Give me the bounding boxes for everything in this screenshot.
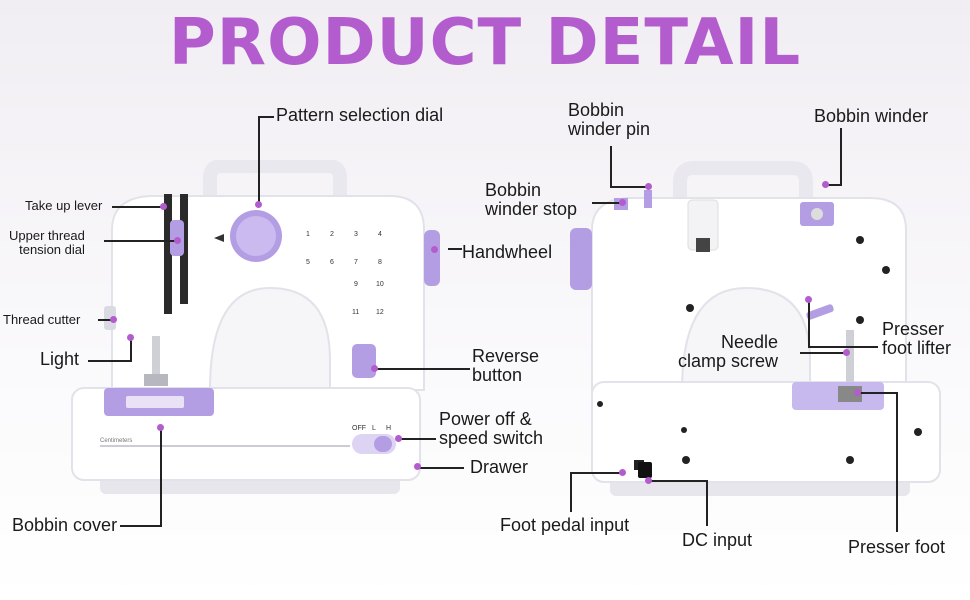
label-bobbin-winder: Bobbin winder [814,106,929,126]
stitch-number: 11 [352,309,359,316]
label-drawer: Drawer [470,457,529,477]
sewing-machine-front: Centimeters 1 2 3 4 5 6 7 8 9 10 11 [71,160,440,494]
label-presser-foot: Presser foot [848,537,946,557]
stitch-number: 12 [376,309,384,316]
stitch-number: 2 [330,231,334,238]
label-foot-pedal-input: Foot pedal input [500,515,630,535]
label-bobbin-cover: Bobbin cover [12,515,118,535]
stitch-number: 9 [354,281,358,288]
label-light: Light [40,349,80,369]
sewing-machine-back [570,161,941,496]
switch-mark-off: OFF [352,425,366,432]
label-thread-cutter: Thread cutter [3,312,81,327]
label-dc-input: DC input [682,530,753,550]
label-take-up-lever: Take up lever [25,198,103,213]
label-power-off-speed-switch: Power off & speed switch [439,409,544,448]
stitch-number: 10 [376,281,384,288]
stitch-number: 4 [378,231,382,238]
switch-mark-h: H [386,425,391,432]
label-handwheel: Handwheel [462,242,553,262]
ruler-label: Centimeters [100,438,132,444]
switch-mark-l: L [372,425,376,432]
label-reverse-button: Reverse button [472,346,540,385]
label-upper-thread-tension-dial: Upper thread tension dial [9,228,85,257]
label-bobbin-winder-pin: Bobbin winder pin [568,100,651,139]
stitch-number: 6 [330,259,334,266]
label-bobbin-winder-stop: Bobbin winder stop [485,180,578,219]
label-pattern-selection-dial: Pattern selection dial [276,105,444,125]
stitch-number: 1 [306,231,310,238]
stitch-number: 3 [354,231,358,238]
page-title: PRODUCT DETAIL [168,6,802,80]
label-needle-clamp-screw: Needle clamp screw [678,332,779,371]
stitch-number: 8 [378,259,382,266]
stitch-number: 5 [306,259,310,266]
label-presser-foot-lifter: Presser foot lifter [882,319,952,358]
stitch-number: 7 [354,259,358,266]
